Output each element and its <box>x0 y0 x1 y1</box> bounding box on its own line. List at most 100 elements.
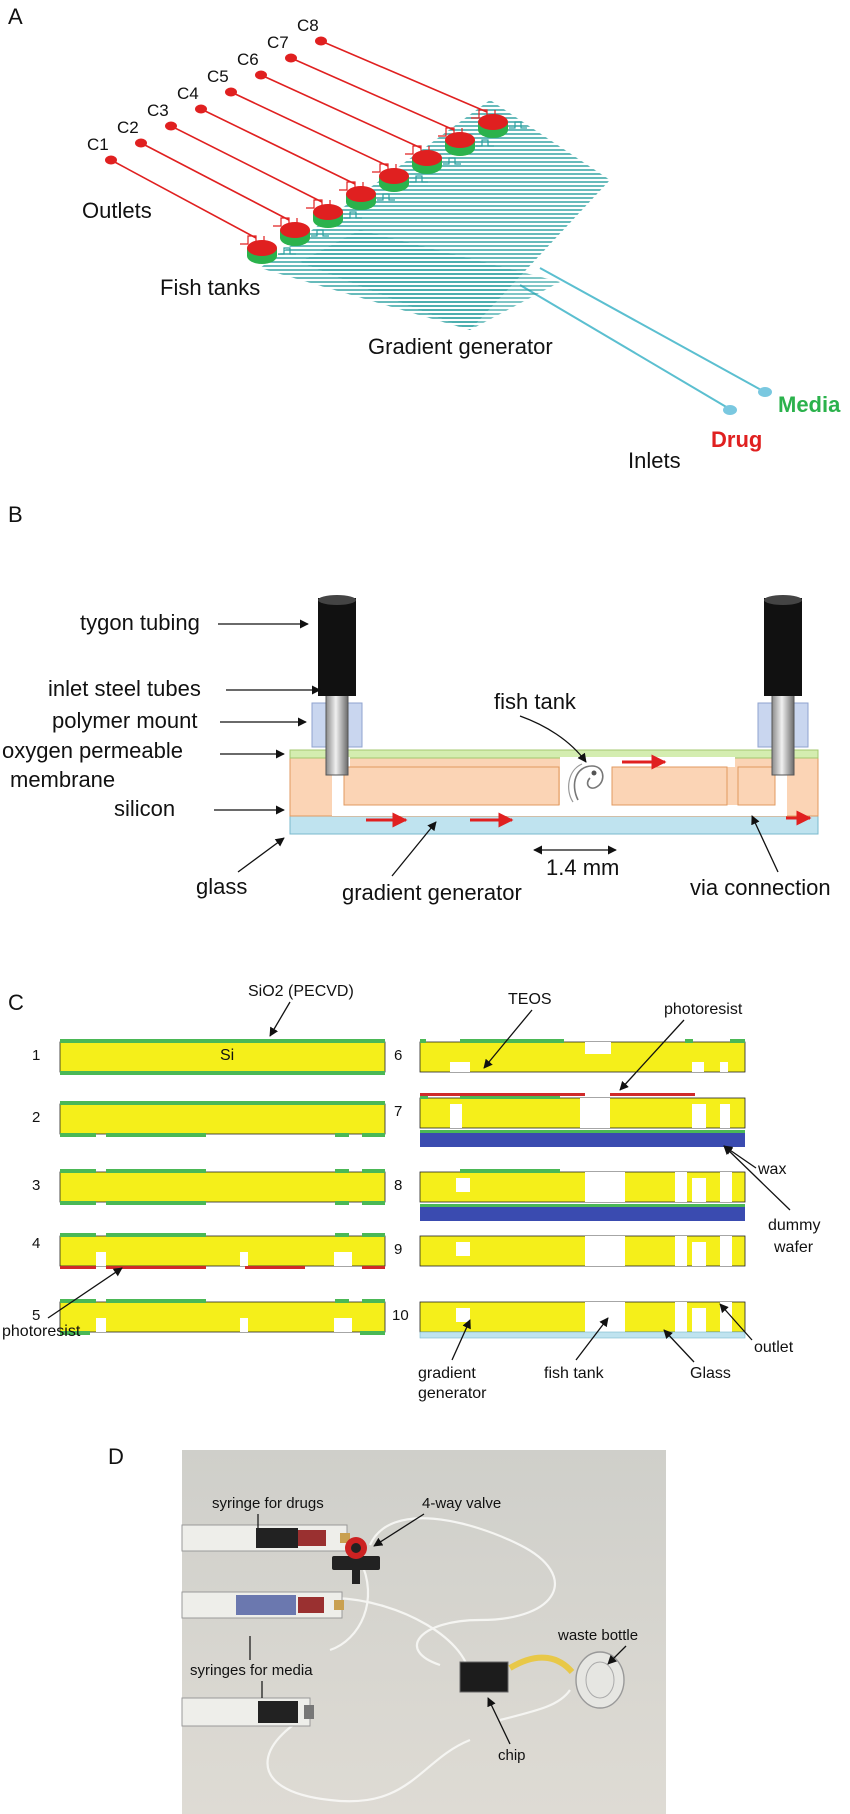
wafer-step-9 <box>419 1235 746 1267</box>
sio2-arrow <box>269 1001 291 1037</box>
syringe-media-label: syringes for media <box>190 1662 313 1679</box>
glass-label-c: Glass <box>690 1365 731 1382</box>
gradient-arrow-b <box>391 821 437 877</box>
panel-b-letter: B <box>8 502 23 527</box>
fish-tank-c5 <box>379 168 409 184</box>
serpentine-teal-c4 <box>377 193 395 201</box>
step-number-2: 2 <box>32 1109 40 1126</box>
panel-d: D <box>108 1444 666 1814</box>
fish-tank-c3 <box>313 204 343 220</box>
wafer-step-5 <box>59 1299 386 1335</box>
media-inlet-line <box>539 267 764 392</box>
outlet-port-c7 <box>285 53 297 63</box>
wafer-step-4 <box>59 1233 386 1269</box>
column-label-c8: C8 <box>297 16 319 35</box>
syringe-media-2 <box>181 1697 314 1727</box>
waste-label: waste bottle <box>557 1627 638 1644</box>
via-label: via connection <box>690 875 831 900</box>
panel-b: B <box>2 502 831 905</box>
serpentine-teal-c3 <box>344 211 362 219</box>
outlet-port-c5 <box>225 87 237 97</box>
outlet-line-c1 <box>110 159 257 239</box>
dummy-label-1: dummy <box>768 1217 820 1234</box>
wafer-step-8 <box>419 1169 746 1221</box>
outlet-port-c6 <box>255 70 267 80</box>
step-number-3: 3 <box>32 1177 40 1194</box>
step-number-10: 10 <box>392 1307 409 1324</box>
left-tygon-top <box>318 595 356 605</box>
media-label: Media <box>778 392 841 417</box>
si-label: Si <box>220 1047 234 1064</box>
fish-tank-label-b: fish tank <box>494 689 577 714</box>
left-tygon-tubing <box>318 598 356 696</box>
dummy-label-2: wafer <box>773 1239 814 1256</box>
chip-device <box>459 1661 509 1693</box>
outlet-line-c4 <box>200 108 356 185</box>
glass-arrow <box>237 837 285 873</box>
panel-d-letter: D <box>108 1444 124 1469</box>
step-number-6: 6 <box>394 1047 402 1064</box>
panel-a-letter: A <box>8 4 23 29</box>
outlet-line-c2 <box>140 142 290 221</box>
gradient-label-c-2: generator <box>418 1385 487 1402</box>
photoresist-bottom-arrow <box>47 1267 123 1319</box>
outlet-port-c3 <box>165 121 177 131</box>
left-steel-tube <box>325 689 349 776</box>
wafer-step-6 <box>419 1039 746 1073</box>
glass-label: glass <box>196 874 247 899</box>
fish-tank-c7 <box>445 132 475 148</box>
fish-tank-arrow-b <box>519 715 587 763</box>
outlet-line-c6 <box>260 74 422 149</box>
serpentine-teal-c7 <box>476 139 494 147</box>
serpentine-teal-c6 <box>443 157 461 165</box>
fish-tank-cavity <box>560 757 612 805</box>
step-number-4: 4 <box>32 1235 40 1252</box>
step-number-8: 8 <box>394 1177 402 1194</box>
membrane-layer <box>289 749 819 759</box>
inlets-label: Inlets <box>628 448 681 473</box>
sio2-label: SiO2 (PECVD) <box>248 983 354 1000</box>
syringe-drugs-label: syringe for drugs <box>212 1495 324 1512</box>
glass-arrow-c <box>663 1329 695 1363</box>
membrane-label-2: membrane <box>10 767 115 792</box>
gradient-label-b: gradient generator <box>342 880 522 905</box>
valve-arrow <box>373 1513 425 1547</box>
outlet-port-c4 <box>195 104 207 114</box>
silicon-block-1 <box>343 766 560 806</box>
outlet-line-c7 <box>290 57 455 131</box>
media-inlet-port <box>758 387 772 397</box>
outlet-channel <box>612 757 732 767</box>
dummy-arrow <box>723 1145 791 1211</box>
serpentine-teal-c2 <box>311 229 329 237</box>
wafer-step-2 <box>59 1101 386 1137</box>
syringe-media-1 <box>181 1591 344 1619</box>
chip-label: chip <box>498 1747 526 1764</box>
wafer-step-1 <box>59 1039 386 1075</box>
step-number-1: 1 <box>32 1047 40 1064</box>
outlet-arrow <box>719 1303 753 1341</box>
outlet-line-c8 <box>320 40 488 113</box>
serpentine-teal-c8 <box>509 121 527 129</box>
serpentine-teal-c1 <box>278 247 296 255</box>
fish-tank-arrow-c <box>575 1317 609 1361</box>
silicon-block-2 <box>611 766 728 806</box>
valve-label: 4-way valve <box>422 1495 501 1512</box>
outlet-port-c8 <box>315 36 327 46</box>
fish-tank-c6 <box>412 150 442 166</box>
four-way-valve-icon <box>332 1537 380 1584</box>
waste-bottle-icon <box>508 1651 625 1709</box>
gradient-generator-mesh <box>260 100 610 330</box>
gradient-label-c-1: gradient <box>418 1365 476 1382</box>
membrane-label-1: oxygen permeable <box>2 738 183 763</box>
step-number-5: 5 <box>32 1307 40 1324</box>
step-number-9: 9 <box>394 1241 402 1258</box>
outlet-label: outlet <box>754 1339 794 1356</box>
via-arrow <box>751 815 779 873</box>
column-label-c2: C2 <box>117 118 139 137</box>
fish-tank-c4 <box>346 186 376 202</box>
